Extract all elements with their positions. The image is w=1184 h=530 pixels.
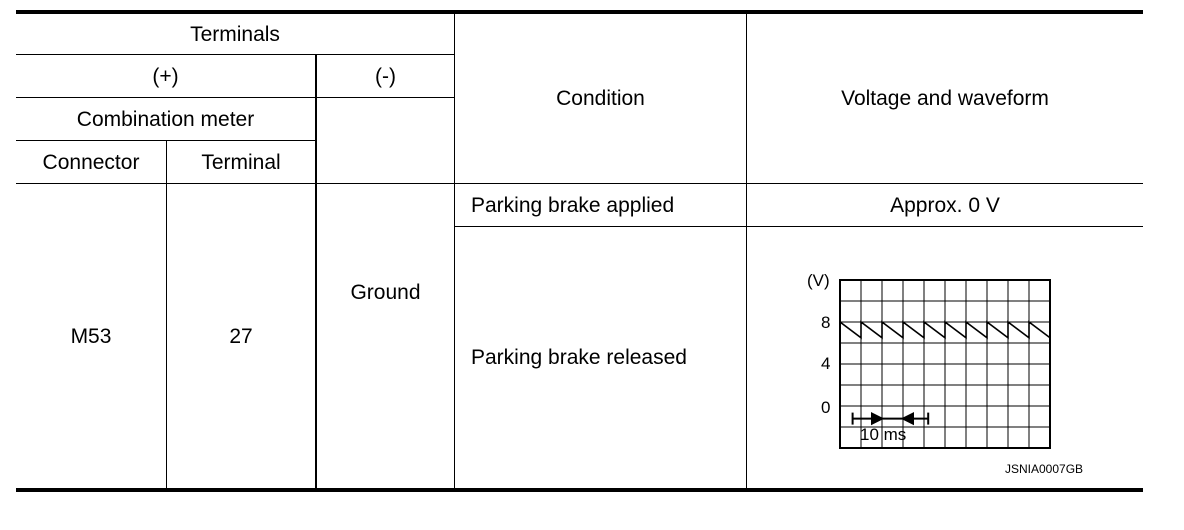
table-bottom-rule [16,488,1143,492]
waveform-time-label: 10 ms [860,425,906,444]
waveform-graph: (V) 8 4 0 10 ms [807,271,1051,449]
row-divider [16,97,454,98]
time-arrow-head [871,411,885,426]
column-divider [454,14,455,488]
waveform-tick-4: 4 [821,354,830,373]
ground-value: Ground [350,281,421,304]
header-combination-meter: Combination meter [76,107,255,131]
waveform-tick-0: 0 [821,398,830,417]
terminal-value: 27 [229,324,253,348]
header-condition: Condition [556,87,645,110]
voltage-brake-applied: Approx. 0 V [890,193,1000,217]
row-divider [454,226,1143,227]
column-divider [166,140,167,488]
header-minus: (-) [375,64,396,88]
header-plus: (+) [152,64,179,88]
column-divider [315,54,317,488]
row-divider [16,54,454,55]
condition-brake-released: Parking brake released [471,346,687,369]
header-connector: Connector [42,150,140,174]
waveform-signal [839,320,1051,340]
connector-value: M53 [70,324,112,348]
time-arrow-head [900,411,914,426]
header-terminals: Terminals [190,22,280,46]
header-terminal: Terminal [201,150,281,174]
column-divider [746,14,747,488]
condition-brake-applied: Parking brake applied [471,193,675,217]
waveform-unit-label: (V) [807,271,830,290]
table-top-rule [16,10,1143,14]
waveform-tick-8: 8 [821,313,830,332]
row-divider [16,183,1143,184]
header-voltage-waveform: Voltage and waveform [841,87,1049,110]
figure-id: JSNIA0007GB [1005,462,1084,476]
